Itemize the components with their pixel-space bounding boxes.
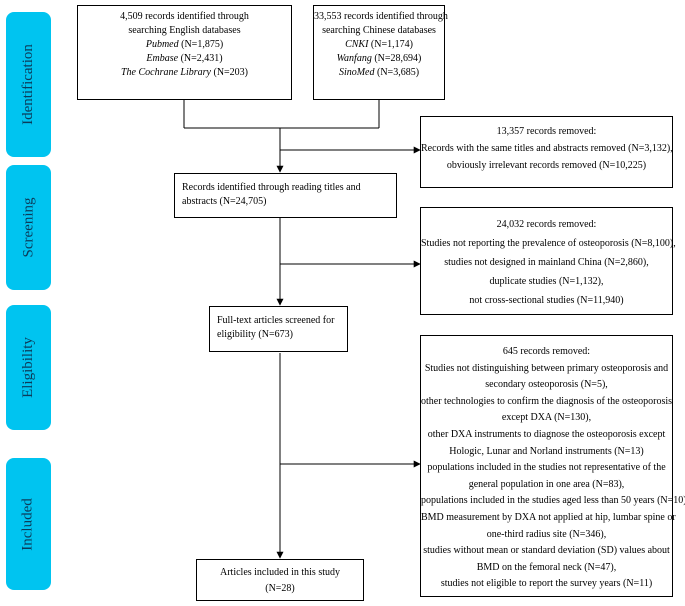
box-text: duplicate studies (N=1,132),: [489, 276, 604, 287]
full-text-box: Full-text articles screened for eligibil…: [209, 306, 348, 352]
removed-records-box-1: 13,357 records removed: Records with the…: [420, 116, 673, 188]
box-text: Articles included in this study: [220, 567, 340, 578]
stage-eligibility: Eligibility: [6, 305, 51, 430]
box-text: eligibility (N=673): [217, 329, 293, 340]
stage-identification: Identification: [6, 12, 51, 157]
box-text: studies not designed in mainland China (…: [444, 257, 649, 268]
stage-included: Included: [6, 458, 51, 590]
box-text: Records with the same titles and abstrac…: [421, 143, 673, 154]
box-text: populations included in the studies not …: [427, 462, 666, 474]
box-text: Hologic, Lunar and Norland instruments (…: [449, 445, 644, 457]
screened-records-box: Records identified through reading title…: [174, 173, 397, 218]
chinese-databases-box: 33,553 records identified through search…: [313, 5, 448, 100]
box-text: other technologies to confirm the diagno…: [421, 395, 673, 407]
box-text: 33,553 records identified through: [314, 11, 448, 22]
box-text: populations included in the studies aged…: [421, 495, 685, 507]
box-text: studies without mean or standard deviati…: [423, 545, 670, 557]
box-text: Studies not distinguishing between prima…: [424, 362, 669, 374]
database-entry: The Cochrane Library (N=203): [120, 67, 249, 78]
database-entry: Wanfang (N=28,694): [336, 53, 422, 64]
box-text: secondary osteoporosis (N=5),: [485, 379, 608, 391]
box-text: Full-text articles screened for: [217, 315, 335, 326]
removed-records-box-2: 24,032 records removed: Studies not repo…: [420, 207, 676, 315]
database-entry: CNKI (N=1,174): [345, 39, 413, 50]
box-text: Studies not reporting the prevalence of …: [421, 238, 676, 249]
box-text: obviously irrelevant records removed (N=…: [446, 160, 647, 171]
box-text: abstracts (N=24,705): [182, 196, 267, 207]
box-text: except DXA (N=130),: [501, 412, 592, 424]
box-text: 24,032 records removed:: [496, 219, 597, 230]
box-text: general population in one area (N=83),: [468, 478, 625, 490]
database-entry: Pubmed (N=1,875): [145, 39, 224, 50]
box-text: studies not eligible to report the surve…: [440, 578, 653, 590]
box-text: not cross-sectional studies (N=11,940): [469, 295, 624, 306]
stage-screening: Screening: [6, 165, 51, 290]
box-text: 13,357 records removed:: [496, 126, 597, 137]
box-text: one-third radius site (N=346),: [486, 528, 607, 540]
box-text: BMD measurement by DXA not applied at hi…: [421, 511, 676, 523]
box-text: other DXA instruments to diagnose the os…: [427, 428, 666, 440]
box-text: 645 records removed:: [502, 346, 591, 357]
english-databases-box: 4,509 records identified through searchi…: [77, 5, 292, 100]
box-text: BMD on the femoral neck (N=47),: [476, 561, 617, 573]
database-entry: SinoMed (N=3,685): [338, 67, 420, 78]
box-text: Records identified through reading title…: [182, 182, 361, 193]
box-text: 4,509 records identified through: [120, 11, 249, 22]
included-studies-box: Articles included in this study (N=28): [196, 559, 364, 601]
box-text: (N=28): [265, 583, 295, 594]
box-text: searching English databases: [128, 25, 241, 36]
database-entry: Embase (N=2,431): [146, 53, 223, 64]
box-text: searching Chinese databases: [322, 25, 436, 36]
removed-records-box-3: 645 records removed: Studies not disting…: [420, 335, 685, 597]
